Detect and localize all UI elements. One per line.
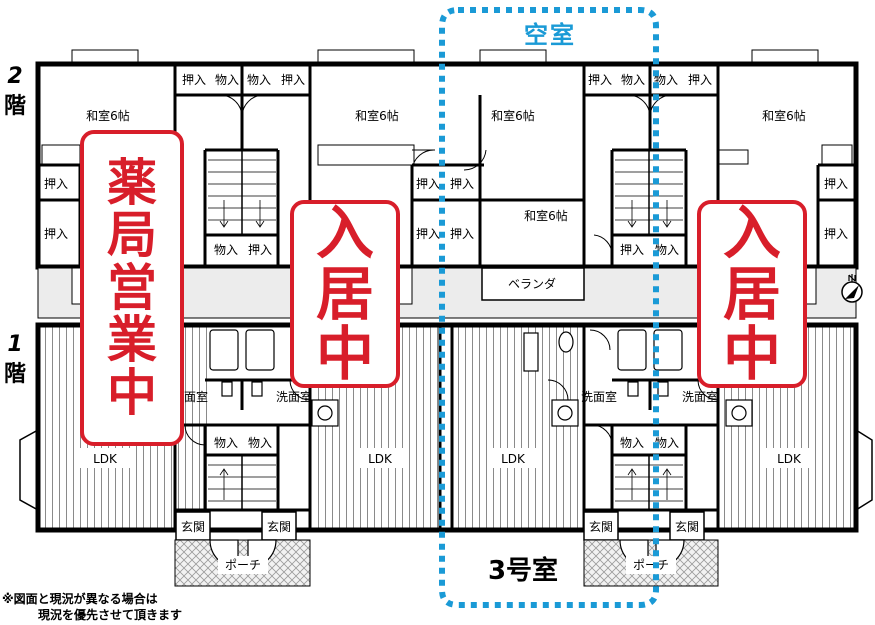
storage-label: 物入 <box>215 73 239 87</box>
ldk-label: LDK <box>368 452 393 466</box>
pharmacy-open-sign: 薬 局 営 業 中 <box>80 130 184 446</box>
storage-label: 物入 <box>214 243 238 257</box>
closet-label: 押入 <box>450 227 474 241</box>
entrance-label: 玄関 <box>589 519 613 534</box>
closet-label: 押入 <box>416 227 440 241</box>
washroom-label: 洗面室 <box>276 389 312 404</box>
occupied-sign-right: 入 居 中 <box>697 200 807 388</box>
ldk-label: LDK <box>501 452 526 466</box>
floor-label-1f: 1 階 <box>2 330 28 390</box>
storage-label: 物入 <box>214 436 238 450</box>
storage-label: 物入 <box>620 436 644 450</box>
entrance-label: 玄関 <box>675 519 699 534</box>
floor-kanji: 階 <box>3 94 26 119</box>
veranda <box>481 267 585 301</box>
north-compass-icon <box>841 274 863 303</box>
occupied-sign-left: 入 居 中 <box>290 200 400 388</box>
storage-label: 物入 <box>248 436 272 450</box>
storage-label: 物入 <box>247 73 271 87</box>
sign-char: 営 <box>107 258 157 317</box>
sign-char: 入 <box>722 198 781 267</box>
room-label: 和室6帖 <box>524 208 568 223</box>
closet-label: 押入 <box>588 73 612 87</box>
washroom-label: 洗面室 <box>682 389 718 404</box>
closet-label: 押入 <box>620 243 644 257</box>
storage-label: 物入 <box>655 436 679 450</box>
washroom-label: 洗面室 <box>581 389 617 404</box>
room-label: 和室6帖 <box>355 108 399 123</box>
closet-label: 押入 <box>688 73 712 87</box>
storage-label: 物入 <box>621 73 645 87</box>
closet-label: 押入 <box>248 243 272 257</box>
storage-label: 物入 <box>654 73 678 87</box>
closet-label: 押入 <box>182 73 206 87</box>
room-label: 和室6帖 <box>762 108 806 123</box>
closet-label: 押入 <box>281 73 305 87</box>
storage-label: 物入 <box>655 243 679 257</box>
sign-char: 中 <box>315 320 374 389</box>
porch-label: ポーチ <box>633 558 669 572</box>
closet-label: 押入 <box>824 227 848 241</box>
veranda-label: ベランダ <box>508 276 556 291</box>
closet-label: 押入 <box>44 177 68 191</box>
sign-char: 局 <box>107 206 157 265</box>
sign-char: 入 <box>315 198 374 267</box>
floor-kanji: 階 <box>3 362 26 387</box>
entrance-label: 玄関 <box>181 519 205 534</box>
washroom-label: 面室 <box>184 389 208 404</box>
ldk-label: LDK <box>777 452 802 466</box>
vacant-unit-outline <box>439 7 659 608</box>
sign-char: 中 <box>107 363 157 422</box>
floor-number: 1 <box>7 332 23 357</box>
disclaimer-line-1: ※図面と現況が異なる場合は <box>2 592 158 606</box>
sign-char: 中 <box>722 320 781 389</box>
sign-char: 業 <box>107 311 157 370</box>
sign-char: 薬 <box>107 153 157 212</box>
sign-char: 居 <box>722 259 781 328</box>
sign-char: 居 <box>315 259 374 328</box>
closet-label: 押入 <box>416 177 440 191</box>
room-label: 和室6帖 <box>86 108 130 123</box>
entrance-label: 玄関 <box>267 519 291 534</box>
porch-label: ポーチ <box>225 558 261 572</box>
vacant-label: 空室 <box>524 21 576 49</box>
floor-label-2f: 2 階 <box>2 62 28 122</box>
closet-label: 押入 <box>450 177 474 191</box>
room-label: 和室6帖 <box>491 108 535 123</box>
disclaimer-note: ※図面と現況が異なる場合は 現況を優先させて頂きます <box>2 591 182 623</box>
disclaimer-line-2: 現況を優先させて頂きます <box>38 608 183 622</box>
floor-number: 2 <box>7 64 23 89</box>
closet-label: 押入 <box>824 177 848 191</box>
ldk-label: LDK <box>93 452 118 466</box>
unit-number-label: 3号室 <box>487 556 559 586</box>
closet-label: 押入 <box>44 227 68 241</box>
